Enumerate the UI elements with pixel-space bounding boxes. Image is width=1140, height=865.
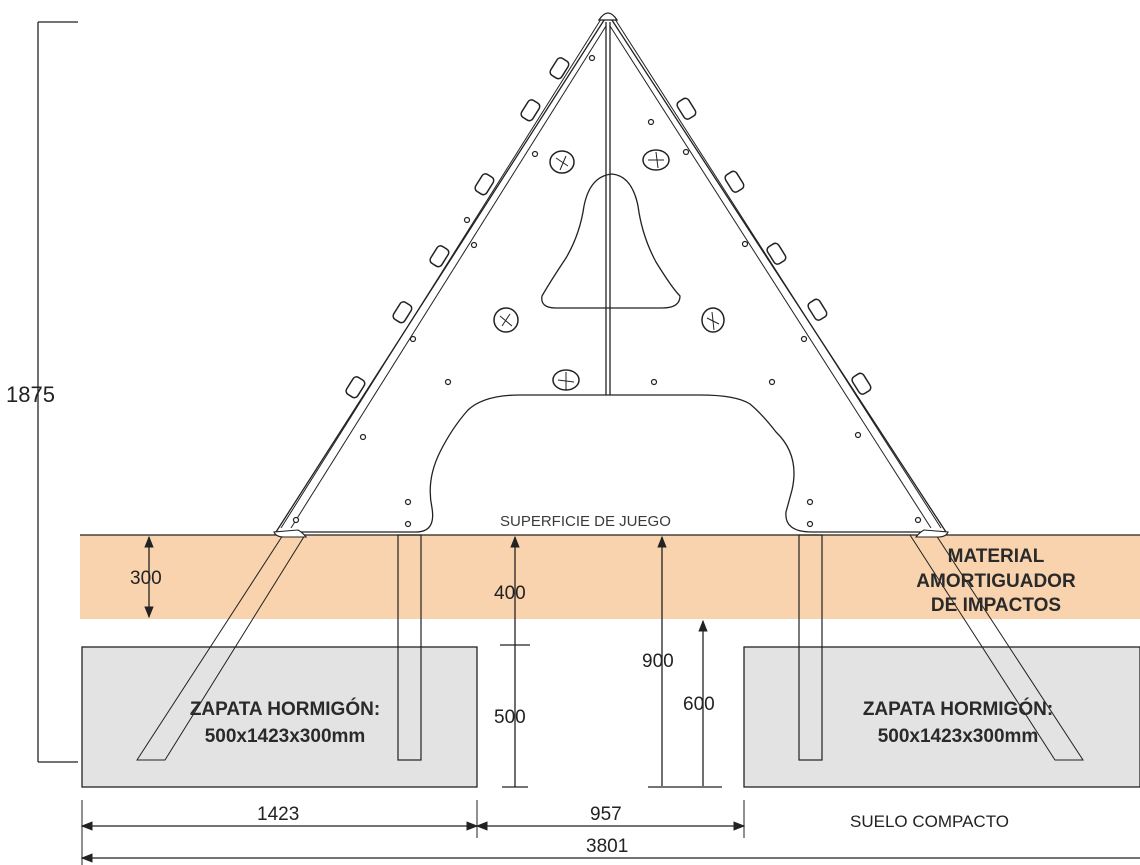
climbing-holds-face xyxy=(493,149,725,391)
concrete-footing-right xyxy=(743,646,1140,788)
footing-left-label-1: ZAPATA HORMIGÓN: xyxy=(190,698,380,720)
footing-right-label-1: ZAPATA HORMIGÓN: xyxy=(863,698,1053,720)
dim-absorber-post: 400 xyxy=(494,583,526,604)
play-surface-label: SUPERFICIE DE JUEGO xyxy=(500,513,671,530)
footing-right-label-2: 500x1423x300mm xyxy=(878,726,1039,747)
dim-total-width: 3801 xyxy=(586,836,628,857)
footing-left-label-2: 500x1423x300mm xyxy=(205,726,366,747)
pyramid-frame-left-inner xyxy=(290,25,607,529)
left-vertical-post xyxy=(397,534,422,761)
dim-total-height: 1875 xyxy=(6,382,55,407)
dim-gap-width: 957 xyxy=(590,804,622,825)
bolt-holes xyxy=(292,54,922,528)
impact-material-label-1: MATERIAL xyxy=(948,546,1045,567)
pyramid-frame-right xyxy=(612,15,942,529)
dim-footing-width: 1423 xyxy=(257,804,299,825)
right-vertical-post xyxy=(798,534,823,761)
apex-cap xyxy=(597,12,619,21)
pyramid-frame-left xyxy=(280,15,604,529)
dim-post-embed: 600 xyxy=(683,694,715,715)
dim-absorber-depth: 300 xyxy=(130,568,162,589)
compact-soil-label: SUELO COMPACTO xyxy=(850,812,1009,831)
concrete-footing-left xyxy=(81,646,478,788)
impact-material-label-2: AMORTIGUADOR xyxy=(916,571,1076,592)
panel-corner-right xyxy=(914,529,949,538)
impact-material-label-3: DE IMPACTOS xyxy=(931,595,1061,616)
pyramid-panel xyxy=(274,12,948,533)
climbing-holds-left-edge xyxy=(345,57,570,399)
pyramid-frame-right-inner xyxy=(609,25,932,529)
climbing-holds-right-edge xyxy=(676,97,872,395)
height-dimension xyxy=(37,21,78,763)
dim-total-embed: 900 xyxy=(642,651,674,672)
dim-footing-depth: 500 xyxy=(494,707,526,728)
panel-corner-left xyxy=(273,529,308,538)
bell-cutout xyxy=(541,173,681,309)
